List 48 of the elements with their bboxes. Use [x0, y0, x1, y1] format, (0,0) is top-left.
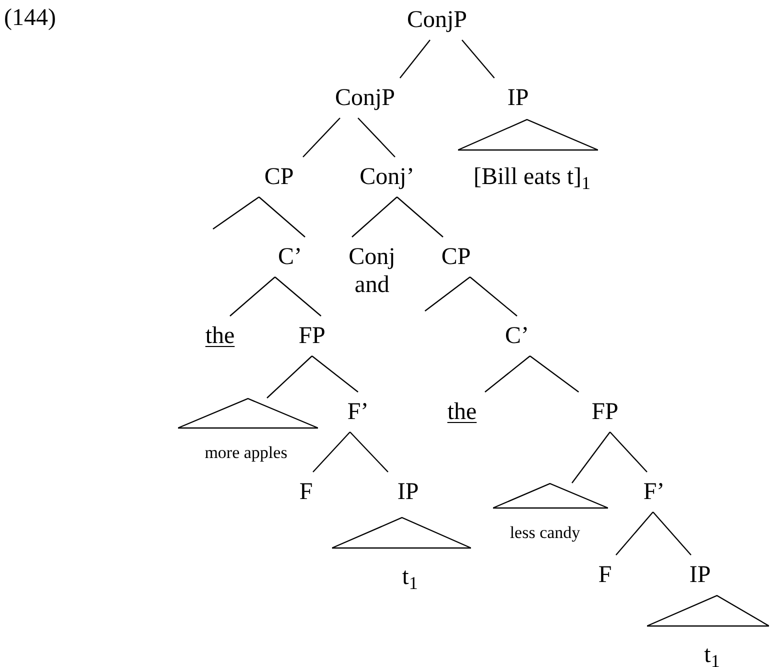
- node-label: CP: [441, 243, 471, 271]
- phrase-text: more apples: [204, 443, 288, 463]
- phrase-text: less candy: [510, 523, 580, 543]
- node-label: IP: [397, 478, 419, 506]
- node-label: C’: [505, 322, 529, 350]
- branch-line: [266, 356, 312, 398]
- branch-line: [400, 40, 430, 78]
- example-number: (144): [4, 4, 56, 32]
- node-label: CP: [264, 163, 294, 191]
- branch-line: [302, 118, 340, 158]
- branch-line: [616, 512, 654, 556]
- branch-line: [350, 432, 388, 472]
- node-label: ConjP: [334, 84, 396, 112]
- branch-line: [312, 356, 358, 392]
- underlined-word: the: [205, 322, 235, 350]
- node-label: t$_{1}$: [402, 563, 418, 591]
- branch-line: [352, 196, 398, 238]
- branch-line: [530, 356, 579, 392]
- branch-line: [312, 432, 350, 472]
- node-label: [Bill eats t]$_{1}$: [474, 163, 590, 191]
- node-label: Conj: [348, 243, 396, 271]
- branch-line: [258, 196, 306, 238]
- node-label: IP: [689, 561, 711, 589]
- node-label: F: [598, 561, 612, 589]
- branch-line: [610, 432, 648, 472]
- node-label: F’: [643, 478, 665, 506]
- branch-line: [230, 276, 276, 316]
- node-label: ConjP: [406, 6, 468, 34]
- node-label: IP: [507, 84, 529, 112]
- node-label: t$_{1}$: [704, 641, 720, 667]
- node-label: FP: [298, 322, 326, 350]
- branch-line: [274, 276, 322, 316]
- branch-line: [572, 432, 610, 484]
- underlined-word: the: [447, 398, 477, 426]
- node-label: Conj’: [360, 163, 414, 191]
- branch-line: [470, 276, 518, 316]
- node-label: F: [299, 478, 313, 506]
- branch-line: [424, 276, 470, 312]
- branch-line: [212, 196, 260, 230]
- node-label: and: [354, 271, 390, 299]
- branch-line: [484, 356, 530, 392]
- branch-line: [462, 40, 495, 78]
- node-label: C’: [278, 243, 302, 271]
- branch-line: [396, 196, 444, 238]
- node-label: F’: [347, 398, 369, 426]
- branch-line: [652, 512, 692, 556]
- node-label: FP: [592, 398, 618, 426]
- branch-line: [358, 118, 396, 158]
